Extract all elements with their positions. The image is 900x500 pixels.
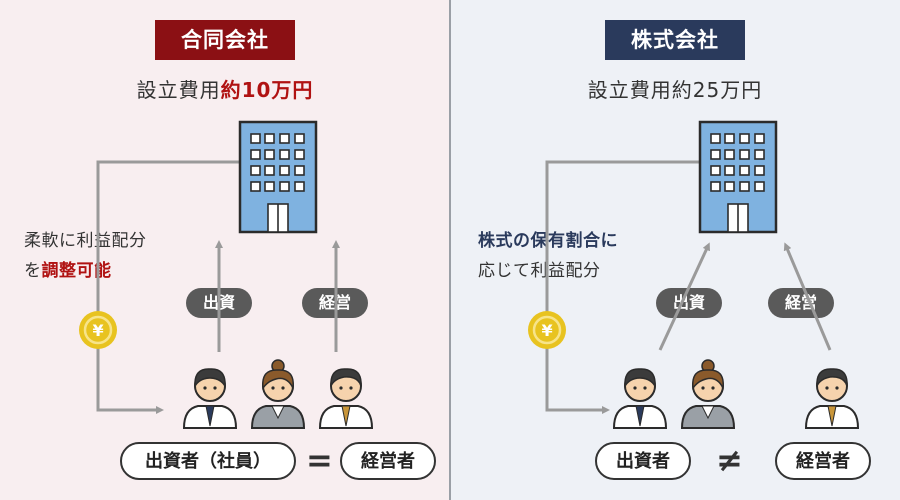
llc-cost-label: 設立費用 — [136, 78, 221, 102]
kk-cost-amount: 約25万円 — [671, 78, 763, 102]
kk-businessman-icon — [613, 367, 667, 429]
kk-invest-label: 出資 — [656, 288, 722, 318]
llc-note-prefix: を — [24, 261, 42, 281]
kk-building-icon — [698, 120, 778, 234]
kk-setup-cost: 設立費用約25万円 — [560, 74, 790, 103]
llc-businesswoman-icon — [251, 359, 305, 429]
kk-cost-label: 設立費用 — [587, 78, 672, 102]
kk-note-line2: 応じて利益配分 — [478, 261, 601, 281]
llc-coin-symbol: ¥ — [92, 321, 103, 340]
kk-loop-arrow — [545, 160, 700, 414]
llc-equals-symbol: = — [306, 441, 333, 479]
llc-note-line2: を調整可能 — [24, 256, 147, 286]
llc-note-line1: 柔軟に利益配分 — [24, 231, 147, 251]
llc-note-emphasis: 調整可能 — [41, 261, 112, 281]
kk-not-equal-symbol: ≠ — [716, 441, 743, 479]
llc-building-icon — [238, 120, 318, 234]
llc-businessman-2-icon — [319, 367, 373, 429]
kk-investor-oval: 出資者 — [595, 442, 691, 480]
llc-loop-arrow — [96, 160, 240, 414]
kk-invest-arrow — [658, 242, 710, 351]
kk-manager-oval: 経営者 — [775, 442, 871, 480]
panel-divider — [449, 0, 451, 500]
llc-investor-oval: 出資者（社員） — [120, 442, 296, 480]
llc-manager-oval: 経営者 — [340, 442, 436, 480]
llc-setup-cost: 設立費用約10万円 — [110, 74, 340, 103]
kk-coin-symbol: ¥ — [541, 321, 552, 340]
kk-title: 株式会社 — [605, 20, 745, 60]
kk-businesswoman-icon — [681, 359, 735, 429]
kk-yen-coin-icon: ¥ — [526, 309, 568, 351]
kk-manage-arrow — [783, 242, 832, 351]
llc-cost-amount: 約10万円 — [220, 78, 314, 102]
llc-title: 合同会社 — [155, 20, 295, 60]
llc-yen-coin-icon: ¥ — [77, 309, 119, 351]
kk-businessman-2-icon — [805, 367, 859, 429]
kk-panel: 株式会社 設立費用約25万円 株式の保有割合に 応じて利益配分 出資 経営 出資… — [450, 0, 900, 500]
llc-profit-note: 柔軟に利益配分 を調整可能 — [24, 226, 147, 286]
llc-businessman-icon — [183, 367, 237, 429]
